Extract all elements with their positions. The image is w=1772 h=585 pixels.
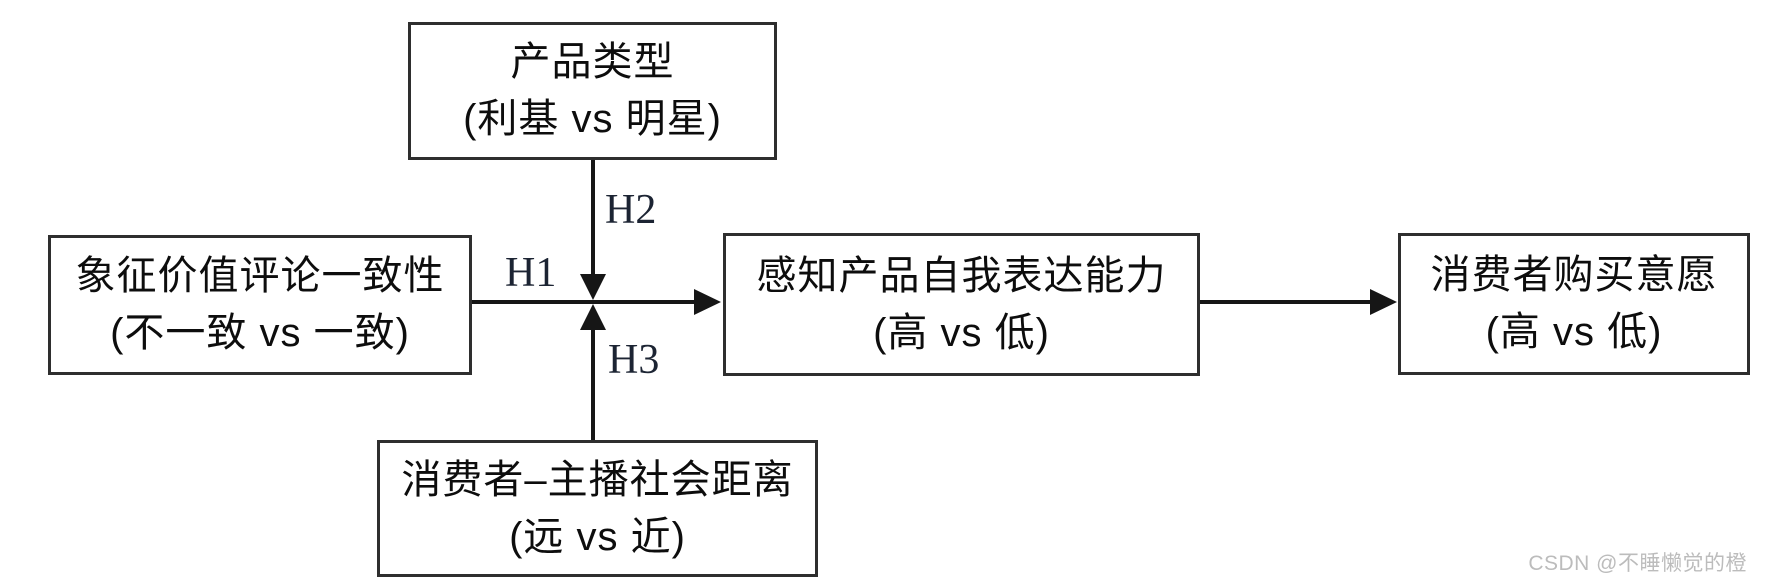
node-product-type: 产品类型 (利基 vs 明星) — [408, 22, 777, 160]
mediator-to-outcome-arrowhead-icon — [1370, 289, 1397, 315]
h1-arrowhead-icon — [694, 289, 721, 315]
h3-label: H3 — [608, 337, 660, 383]
node-review-consistency-title: 象征价值评论一致性 — [75, 254, 445, 299]
node-perceived-expressiveness-levels: (高 vs 低) — [873, 310, 1050, 355]
node-review-consistency-levels: (不一致 vs 一致) — [110, 311, 410, 355]
node-product-type-title: 产品类型 — [510, 40, 675, 85]
node-purchase-intention-levels: (高 vs 低) — [1485, 310, 1663, 354]
node-perceived-expressiveness: 感知产品自我表达能力 (高 vs 低) — [723, 233, 1200, 376]
h2-arrowhead-icon — [580, 274, 606, 300]
node-review-consistency: 象征价值评论一致性 (不一致 vs 一致) — [48, 235, 472, 375]
h1-label: H1 — [505, 250, 557, 296]
node-purchase-intention: 消费者购买意愿 (高 vs 低) — [1398, 233, 1750, 375]
h2-label: H2 — [605, 187, 657, 233]
h3-arrowhead-icon — [580, 304, 606, 330]
node-perceived-expressiveness-title: 感知产品自我表达能力 — [756, 253, 1167, 298]
node-social-distance: 消费者–主播社会距离 (远 vs 近) — [377, 440, 818, 577]
node-product-type-levels: (利基 vs 明星) — [463, 97, 722, 141]
node-social-distance-levels: (远 vs 近) — [509, 514, 686, 559]
node-purchase-intention-title: 消费者购买意愿 — [1430, 253, 1718, 298]
watermark: CSDN @不睡懒觉的橙 — [1528, 552, 1747, 575]
node-social-distance-title: 消费者–主播社会距离 — [401, 457, 794, 502]
